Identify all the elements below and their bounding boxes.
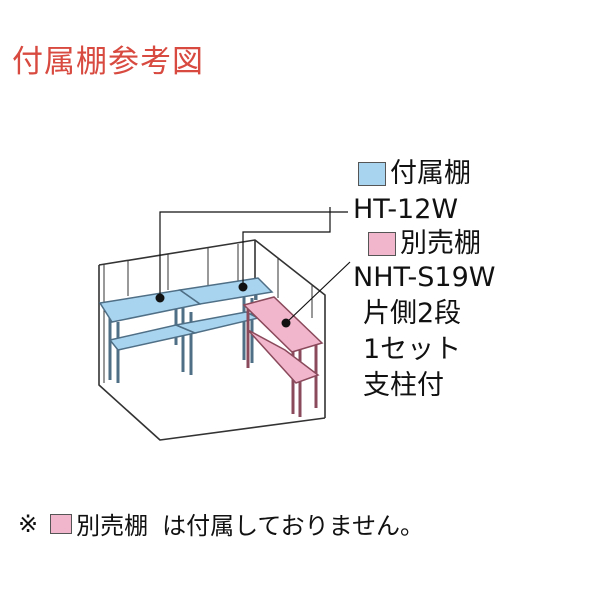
note-label: 別売棚 xyxy=(76,512,149,540)
separate-detail-3: 支柱付 xyxy=(363,370,444,401)
legend-separate: 別売棚 xyxy=(368,228,481,260)
separate-label: 別売棚 xyxy=(400,228,481,259)
note-swatch xyxy=(50,513,73,534)
page-title: 付属棚参考図 xyxy=(12,44,204,80)
wall-plank-lines xyxy=(103,244,313,383)
legend-included: 付属棚 xyxy=(358,158,471,190)
note-prefix: ※ xyxy=(18,509,39,538)
included-shelf-unit xyxy=(98,277,274,383)
separate-swatch xyxy=(368,232,396,256)
callout-dots xyxy=(155,282,291,328)
separate-shelf-unit xyxy=(242,296,324,417)
included-upper-shelf-right xyxy=(178,277,274,305)
note-suffix: は付属しておりません。 xyxy=(162,512,424,540)
footer-note: ※ 別売棚 は付属しておりません。 xyxy=(18,506,424,541)
separate-detail-2: 1セット xyxy=(363,334,462,365)
included-lower-shelf-right xyxy=(173,311,261,334)
included-label: 付属棚 xyxy=(390,158,471,189)
separate-lower-shelf xyxy=(247,329,320,384)
separate-detail-1: 片側2段 xyxy=(363,298,462,329)
callout-lines xyxy=(159,207,351,324)
separate-model: NHT-S19W xyxy=(353,262,496,293)
included-swatch xyxy=(358,162,386,186)
included-upper-shelf-left xyxy=(98,289,202,323)
included-model: HT-12W xyxy=(353,194,459,225)
